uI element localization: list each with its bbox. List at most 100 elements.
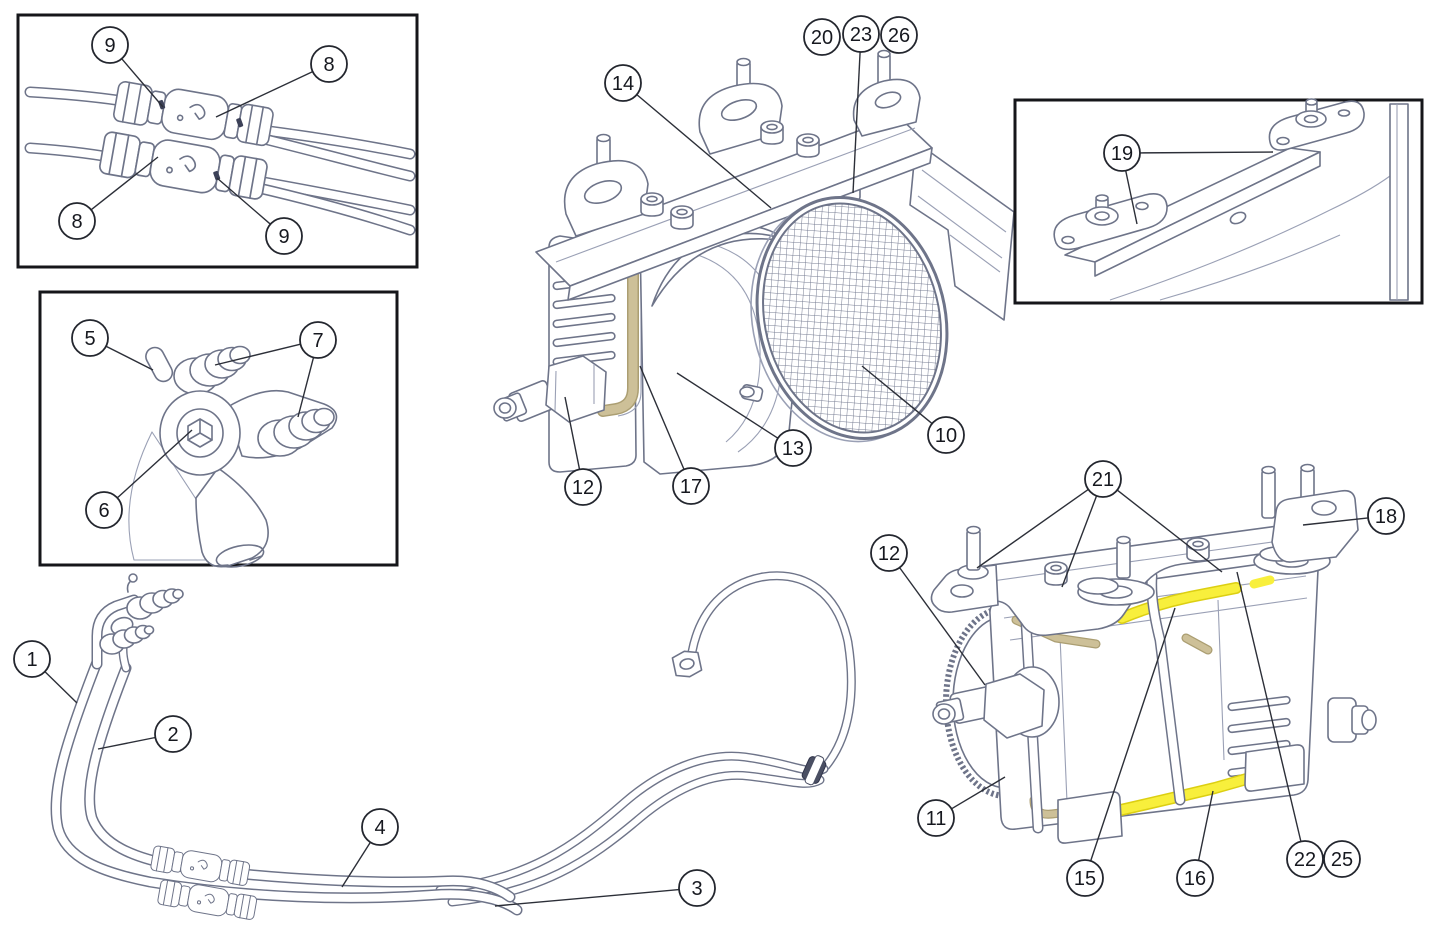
inset-bracket-mount-detail — [1013, 98, 1424, 305]
leader-line — [1139, 151, 1274, 154]
mount-foot-left — [1057, 791, 1123, 844]
callout-number: 18 — [1375, 506, 1397, 528]
flare-nut — [671, 650, 703, 678]
callout-number: 9 — [104, 35, 115, 57]
callout-5-4: 5 — [71, 319, 154, 371]
leader-line — [564, 396, 581, 470]
callout-9-0: 9 — [91, 26, 164, 108]
leader-line — [494, 888, 680, 907]
callout-bubble — [564, 468, 602, 506]
callout-bubble — [927, 416, 965, 454]
callout-number: 16 — [1184, 868, 1206, 890]
callout-bubble — [842, 15, 880, 53]
callout-number: 21 — [1092, 469, 1114, 491]
oil-cooler-fan-assembly — [493, 49, 1015, 475]
leader-line — [852, 51, 861, 194]
leader-line — [116, 429, 193, 499]
leader-line — [1197, 790, 1214, 861]
mount-foot-right — [1244, 744, 1305, 792]
callout-number: 2 — [167, 724, 178, 746]
callout-number: 8 — [323, 54, 334, 76]
leader-line — [1236, 571, 1302, 842]
leader-line — [215, 70, 313, 118]
callout-18-17: 18 — [1302, 497, 1405, 535]
banjo-eye — [159, 390, 241, 476]
mount-pad-left — [1053, 193, 1168, 251]
callout-bubble — [71, 319, 109, 357]
callout-1-24: 1 — [13, 640, 78, 704]
callout-14-7: 14 — [604, 64, 772, 209]
callout-9-3: 9 — [216, 177, 303, 255]
rear-inlet-fitting — [932, 666, 1060, 739]
oil-cooler-rear-assembly — [930, 463, 1377, 844]
callout-bubble — [265, 217, 303, 255]
callout-6-6: 6 — [85, 429, 193, 529]
callout-10-11: 10 — [861, 365, 965, 454]
callout-bubble — [917, 799, 955, 837]
callout-bubble — [58, 202, 96, 240]
callout-25-23: 25 — [1323, 840, 1361, 878]
callout-bubble — [870, 534, 908, 572]
callout-bubble — [310, 45, 348, 83]
callout-16-21: 16 — [1176, 790, 1214, 897]
callout-bubble — [1367, 497, 1405, 535]
leader-line — [951, 776, 1006, 810]
callout-15-20: 15 — [1066, 607, 1176, 897]
port-upper — [126, 588, 184, 620]
leader-line — [1116, 489, 1223, 573]
leader-line — [976, 488, 1089, 569]
callout-12-18: 12 — [870, 534, 986, 686]
callout-bubble — [1176, 859, 1214, 897]
callout-number: 4 — [374, 817, 385, 839]
leader-line — [639, 365, 685, 470]
hose-elbow-fitting — [91, 573, 184, 673]
leader-line — [214, 343, 301, 366]
callout-number: 9 — [278, 226, 289, 248]
callout-number: 25 — [1331, 849, 1353, 871]
callout-3-27: 3 — [494, 869, 716, 907]
callout-23-9: 23 — [842, 15, 880, 194]
leader-line — [121, 58, 164, 108]
port-lower — [99, 624, 155, 655]
leader-line — [97, 736, 156, 750]
leader-line — [1090, 607, 1176, 862]
leader-line — [1302, 517, 1369, 526]
callout-12-13: 12 — [564, 396, 602, 506]
callout-number: 7 — [312, 330, 323, 352]
callout-11-19: 11 — [917, 776, 1006, 837]
callout-bubble — [361, 808, 399, 846]
leader-line — [1061, 495, 1098, 588]
callout-number: 14 — [612, 73, 634, 95]
shroud-band — [651, 232, 791, 307]
callout-number: 22 — [1294, 849, 1316, 871]
callout-bubble — [299, 321, 337, 359]
callout-number: 8 — [71, 211, 82, 233]
callout-bubble — [880, 16, 918, 54]
callout-22-22: 22 — [1236, 571, 1324, 878]
callout-26-10: 26 — [880, 16, 918, 54]
leader-line — [341, 841, 371, 888]
leader-line — [44, 671, 78, 704]
callout-bubble — [774, 429, 812, 467]
leader-line — [297, 357, 315, 418]
hose-clamp — [801, 755, 827, 786]
callout-8-1: 8 — [215, 45, 348, 118]
callout-8-2: 8 — [58, 156, 159, 240]
callout-number: 19 — [1111, 143, 1133, 165]
mount-pad-right — [1268, 98, 1365, 151]
callout-number: 13 — [782, 438, 804, 460]
callout-21-16: 21 — [976, 460, 1223, 588]
mount-ear-right — [852, 49, 921, 137]
leader-line — [216, 177, 271, 225]
callout-bubble — [678, 869, 716, 907]
callout-number: 20 — [811, 27, 833, 49]
callout-number: 23 — [850, 24, 872, 46]
callout-number: 26 — [888, 25, 910, 47]
callout-bubble — [604, 64, 642, 102]
callout-19-15: 19 — [1103, 134, 1274, 225]
callout-bubble — [1103, 134, 1141, 172]
rear-outlet-fitting — [1327, 697, 1377, 743]
callout-17-14: 17 — [639, 365, 710, 505]
callout-bubble — [672, 467, 710, 505]
